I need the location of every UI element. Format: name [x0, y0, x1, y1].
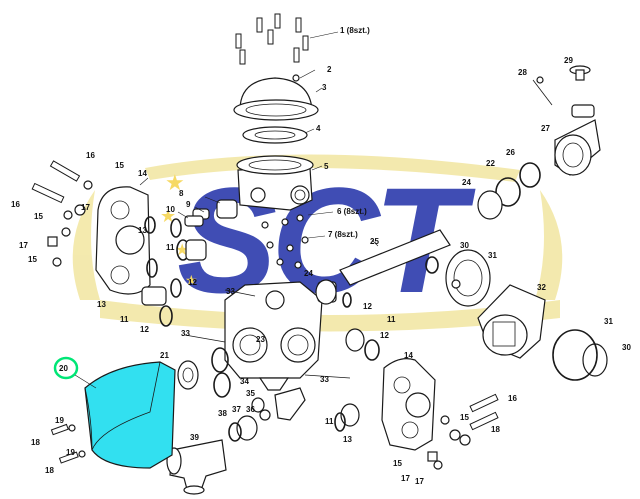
callout-label: 11 — [120, 315, 129, 324]
callout-label: 16 — [86, 151, 95, 160]
callout-label: 17 — [19, 241, 28, 250]
small-nuts — [261, 211, 334, 269]
dome-cap — [233, 69, 323, 121]
callout-labels: 1 (8szt.) 2 3 4 5 6 (8szt.) 7 (8szt.) 8 … — [11, 26, 631, 486]
left-seal-ring — [177, 347, 231, 398]
right-fasteners — [427, 393, 499, 470]
watermark-wheat-right — [535, 190, 563, 300]
top-bolts — [235, 13, 339, 65]
callout-label: 21 — [160, 351, 169, 360]
callout-label: 33 — [320, 375, 329, 384]
callout-label: 39 — [190, 433, 199, 442]
long-bolts — [184, 289, 351, 379]
part-20-rim — [84, 361, 161, 451]
bearing-center — [315, 279, 352, 308]
callout-label: 28 — [518, 68, 527, 77]
watermark-star-4: ★ — [185, 272, 198, 288]
callout-label: 17 — [415, 477, 424, 486]
callout-label: 29 — [564, 56, 573, 65]
callout-label: 3 — [322, 83, 327, 92]
callout-label: 11 — [166, 243, 175, 252]
central-pump-body — [224, 281, 323, 391]
left-side-cover — [95, 177, 207, 327]
callout-label: 25 — [370, 237, 379, 246]
callout-label: 23 — [256, 335, 265, 344]
watermark-wheat-left — [72, 190, 100, 300]
watermark-star-1: ★ — [165, 170, 185, 195]
callout-label: 34 — [240, 377, 249, 386]
callout-label: 16 — [11, 200, 20, 209]
cylinder-housing — [477, 284, 546, 359]
callout-label: 33 — [181, 329, 190, 338]
callout-label: 11 — [387, 315, 396, 324]
callout-label: 11 — [325, 417, 334, 426]
callout-label: 35 — [246, 389, 255, 398]
right-disk-assembly — [425, 249, 491, 307]
callout-label: 24 — [462, 178, 471, 187]
callout-label: 20 — [59, 364, 68, 373]
part-20-highlight-ring — [53, 356, 79, 380]
callout-label: 15 — [393, 459, 402, 468]
callout-label: 6 (8szt.) — [337, 207, 367, 216]
callout-label: 31 — [488, 251, 497, 260]
callout-label: 30 — [460, 241, 469, 250]
callout-label: 36 — [246, 405, 255, 414]
callout-label: 37 — [232, 405, 241, 414]
callout-label: 30 — [622, 343, 631, 352]
callout-label: 12 — [188, 278, 197, 287]
callout-label: 12 — [363, 302, 372, 311]
callout-label: 15 — [34, 212, 43, 221]
diaphragm — [242, 126, 315, 144]
top-right-elbow — [477, 65, 601, 220]
callout-label: 10 — [166, 205, 175, 214]
callout-label: 5 — [324, 162, 329, 171]
callout-label: 18 — [45, 466, 54, 475]
callout-label: 24 — [304, 269, 313, 278]
callout-label: 12 — [140, 325, 149, 334]
callout-label: 15 — [460, 413, 469, 422]
callout-label: 19 — [66, 448, 75, 457]
callout-label: 2 — [327, 65, 332, 74]
callout-label: 9 — [186, 200, 191, 209]
callout-label: 32 — [537, 283, 546, 292]
callout-label: 7 (8szt.) — [328, 230, 358, 239]
callout-label: 13 — [138, 226, 147, 235]
left-fasteners — [31, 160, 93, 267]
callout-label: 16 — [508, 394, 517, 403]
callout-label: 15 — [115, 161, 124, 170]
watermark-swoosh-top — [145, 154, 520, 182]
highlighted-part-20[interactable] — [53, 356, 176, 469]
callout-label: 8 — [179, 189, 184, 198]
callout-label: 4 — [316, 124, 321, 133]
callout-label: 17 — [401, 474, 410, 483]
valve-parts — [177, 196, 238, 227]
watermark-swoosh-bottom — [100, 300, 560, 332]
callout-label: 13 — [343, 435, 352, 444]
callout-label: 14 — [138, 169, 147, 178]
callout-label: 17 — [81, 203, 90, 212]
callout-label: 15 — [28, 255, 37, 264]
callout-label: 22 — [486, 159, 495, 168]
callout-label: 18 — [491, 425, 500, 434]
callout-label: 31 — [604, 317, 613, 326]
callout-label: 18 — [31, 438, 40, 447]
callout-label: 12 — [380, 331, 389, 340]
part-20-cover[interactable] — [84, 361, 176, 469]
callout-label: 33 — [226, 287, 235, 296]
right-side-cover — [334, 328, 436, 451]
bottom-left-bolts — [50, 423, 86, 464]
callout-label: 1 (8szt.) — [340, 26, 370, 35]
bottom-plumbing — [166, 387, 306, 495]
callout-label: 14 — [404, 351, 413, 360]
callout-label: 38 — [218, 409, 227, 418]
valve-chamber — [236, 155, 323, 211]
right-end-disk — [552, 329, 608, 381]
callout-label: 27 — [541, 124, 550, 133]
callout-label: 19 — [55, 416, 64, 425]
callout-label: 13 — [97, 300, 106, 309]
callout-label: 26 — [506, 148, 515, 157]
